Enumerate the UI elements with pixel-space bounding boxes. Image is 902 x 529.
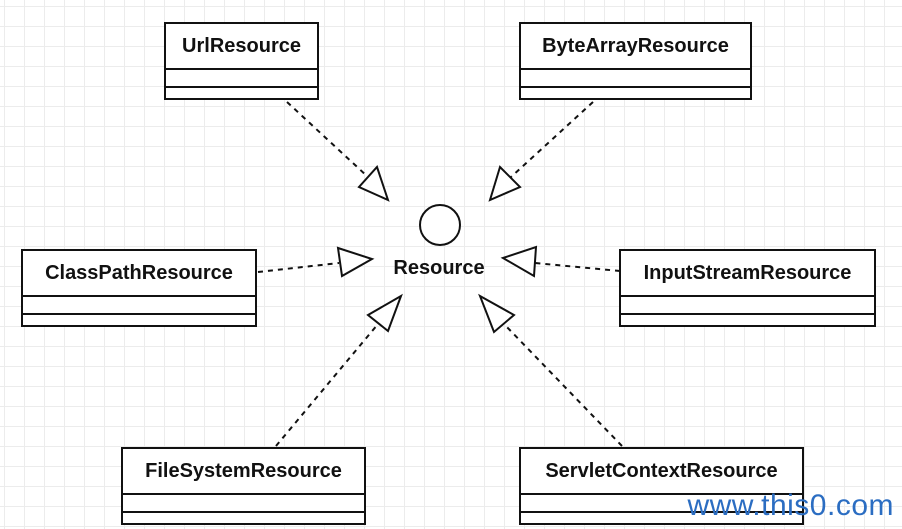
attributes-section <box>521 495 802 513</box>
attributes-section <box>23 297 255 315</box>
attributes-section <box>123 495 364 513</box>
class-box-filesystemresource: FileSystemResource <box>121 447 366 525</box>
methods-section <box>123 513 364 523</box>
class-box-inputstreamresource: InputStreamResource <box>619 249 876 327</box>
methods-section <box>166 88 317 98</box>
watermark-text: www.this0.com <box>687 489 894 522</box>
class-name-servletcontextresource: ServletContextResource <box>521 449 802 495</box>
class-box-servletcontextresource: ServletContextResource <box>519 447 804 525</box>
attributes-section <box>621 297 874 315</box>
methods-section <box>23 315 255 325</box>
methods-section <box>621 315 874 325</box>
realization-url <box>286 101 390 202</box>
resource-interface-label: Resource <box>393 257 485 279</box>
class-name-filesystemresource: FileSystemResource <box>123 449 364 495</box>
resource-interface-circle <box>419 204 461 246</box>
realization-classpath <box>257 246 375 278</box>
methods-section <box>521 88 750 98</box>
realization-filesystem <box>275 293 403 447</box>
attributes-section <box>521 70 750 88</box>
realization-servletcontext <box>478 293 623 447</box>
attributes-section <box>166 70 317 88</box>
class-box-urlresource: UrlResource <box>164 22 319 100</box>
class-box-bytearrayresource: ByteArrayResource <box>519 22 752 100</box>
class-box-classpathresource: ClassPathResource <box>21 249 257 327</box>
realization-inputstream <box>500 245 621 278</box>
class-name-bytearrayresource: ByteArrayResource <box>521 24 750 70</box>
class-name-inputstreamresource: InputStreamResource <box>621 251 874 297</box>
class-name-urlresource: UrlResource <box>166 24 317 70</box>
realization-bytearray <box>488 101 594 202</box>
class-name-classpathresource: ClassPathResource <box>23 251 255 297</box>
